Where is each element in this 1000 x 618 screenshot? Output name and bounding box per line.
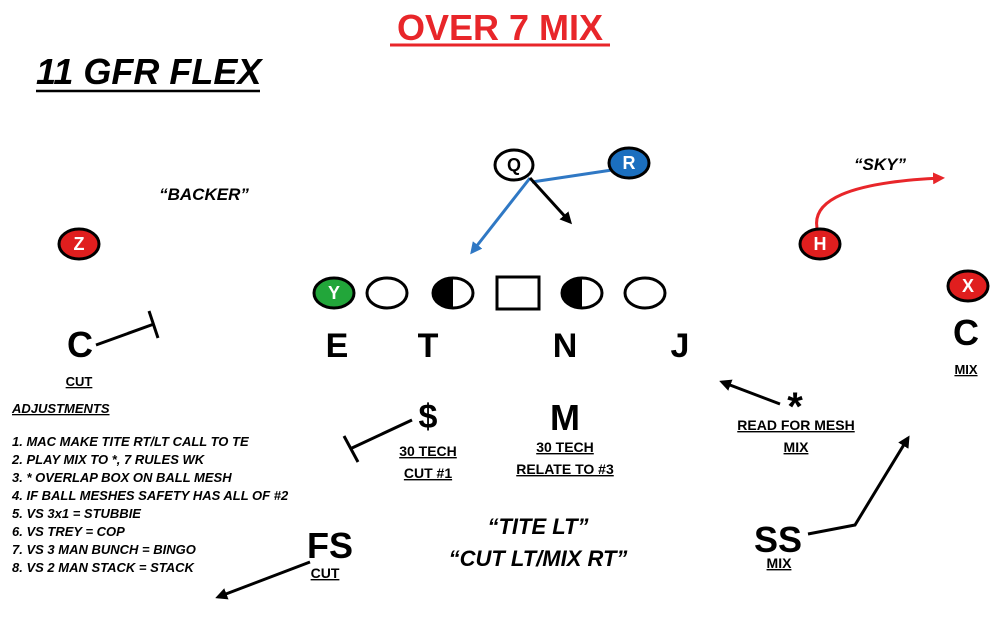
dollar-assignment: CUT #1	[404, 465, 452, 481]
player-y: Y	[312, 276, 356, 310]
defender-c-right: C	[953, 312, 979, 353]
c-right-assignment: MIX	[954, 362, 977, 377]
backer-call: “BACKER”	[159, 185, 249, 204]
defender-n: N	[553, 327, 578, 365]
player-z-label: Z	[74, 234, 85, 254]
adjustment-item: 5. VS 3x1 = STUBBIE	[12, 506, 141, 521]
defender-ss: SS	[754, 519, 802, 560]
q-blue-route	[470, 177, 532, 255]
dollar-tech: 30 TECH	[399, 443, 457, 459]
player-x-label: X	[962, 276, 974, 296]
adjustment-item: 2. PLAY MIX TO *, 7 RULES WK	[11, 452, 206, 467]
dollar-jam	[342, 418, 413, 463]
fs-route	[215, 560, 311, 600]
adjustment-item: 4. IF BALL MESHES SAFETY HAS ALL OF #2	[11, 488, 289, 503]
defender-t: T	[418, 327, 439, 365]
adjustment-item: 6. VS TREY = COP	[12, 524, 125, 539]
play-title: OVER 7 MIX	[397, 7, 603, 48]
player-r-label: R	[623, 153, 636, 173]
defender-e: E	[326, 327, 349, 365]
defender-star: *	[787, 385, 803, 429]
m-tech: 30 TECH	[536, 439, 594, 455]
tite-call: “TITE LT”	[487, 514, 588, 539]
ss-route	[807, 435, 910, 536]
player-h: H	[798, 227, 842, 261]
adjustment-item: 1. MAC MAKE TITE RT/LT CALL TO TE	[12, 434, 249, 449]
star-route	[719, 379, 781, 406]
cut-mix-call: “CUT LT/MIX RT”	[449, 546, 628, 571]
q-black-route	[528, 176, 573, 225]
defender-c-left: C	[67, 324, 93, 365]
c-left-assignment: CUT	[66, 374, 93, 389]
player-x: X	[946, 269, 990, 303]
defender-m: M	[550, 397, 580, 438]
adjustments-list: 1. MAC MAKE TITE RT/LT CALL TO TE 2. PLA…	[11, 434, 289, 575]
player-r: R	[607, 146, 651, 180]
ss-assignment: MIX	[767, 555, 793, 571]
r-blue-route	[531, 168, 613, 184]
sky-call: “SKY”	[854, 155, 906, 174]
defender-fs: FS	[307, 525, 353, 566]
player-y-label: Y	[328, 283, 340, 303]
center-square	[495, 275, 541, 311]
left-tackle	[365, 276, 409, 310]
h-sky-route	[815, 172, 945, 233]
left-guard	[431, 276, 475, 310]
player-q-label: Q	[507, 155, 521, 175]
defender-dollar: $	[419, 398, 438, 436]
adjustment-item: 3. * OVERLAP BOX ON BALL MESH	[12, 470, 232, 485]
adjustment-item: 8. VS 2 MAN STACK = STACK	[12, 560, 196, 575]
player-q: Q	[493, 148, 535, 182]
star-note: READ FOR MESH	[737, 417, 854, 433]
adjustment-item: 7. VS 3 MAN BUNCH = BINGO	[12, 542, 196, 557]
star-assignment: MIX	[784, 439, 810, 455]
adjustments-heading: ADJUSTMENTS	[11, 401, 110, 416]
m-assignment: RELATE TO #3	[516, 461, 614, 477]
right-guard	[560, 276, 604, 310]
player-z: Z	[57, 227, 101, 261]
right-tackle	[623, 276, 667, 310]
defender-j: J	[671, 327, 690, 365]
fs-assignment: CUT	[311, 565, 340, 581]
c-left-jam	[95, 310, 160, 347]
player-h-label: H	[814, 234, 827, 254]
formation-name: 11 GFR FLEX	[36, 51, 263, 92]
